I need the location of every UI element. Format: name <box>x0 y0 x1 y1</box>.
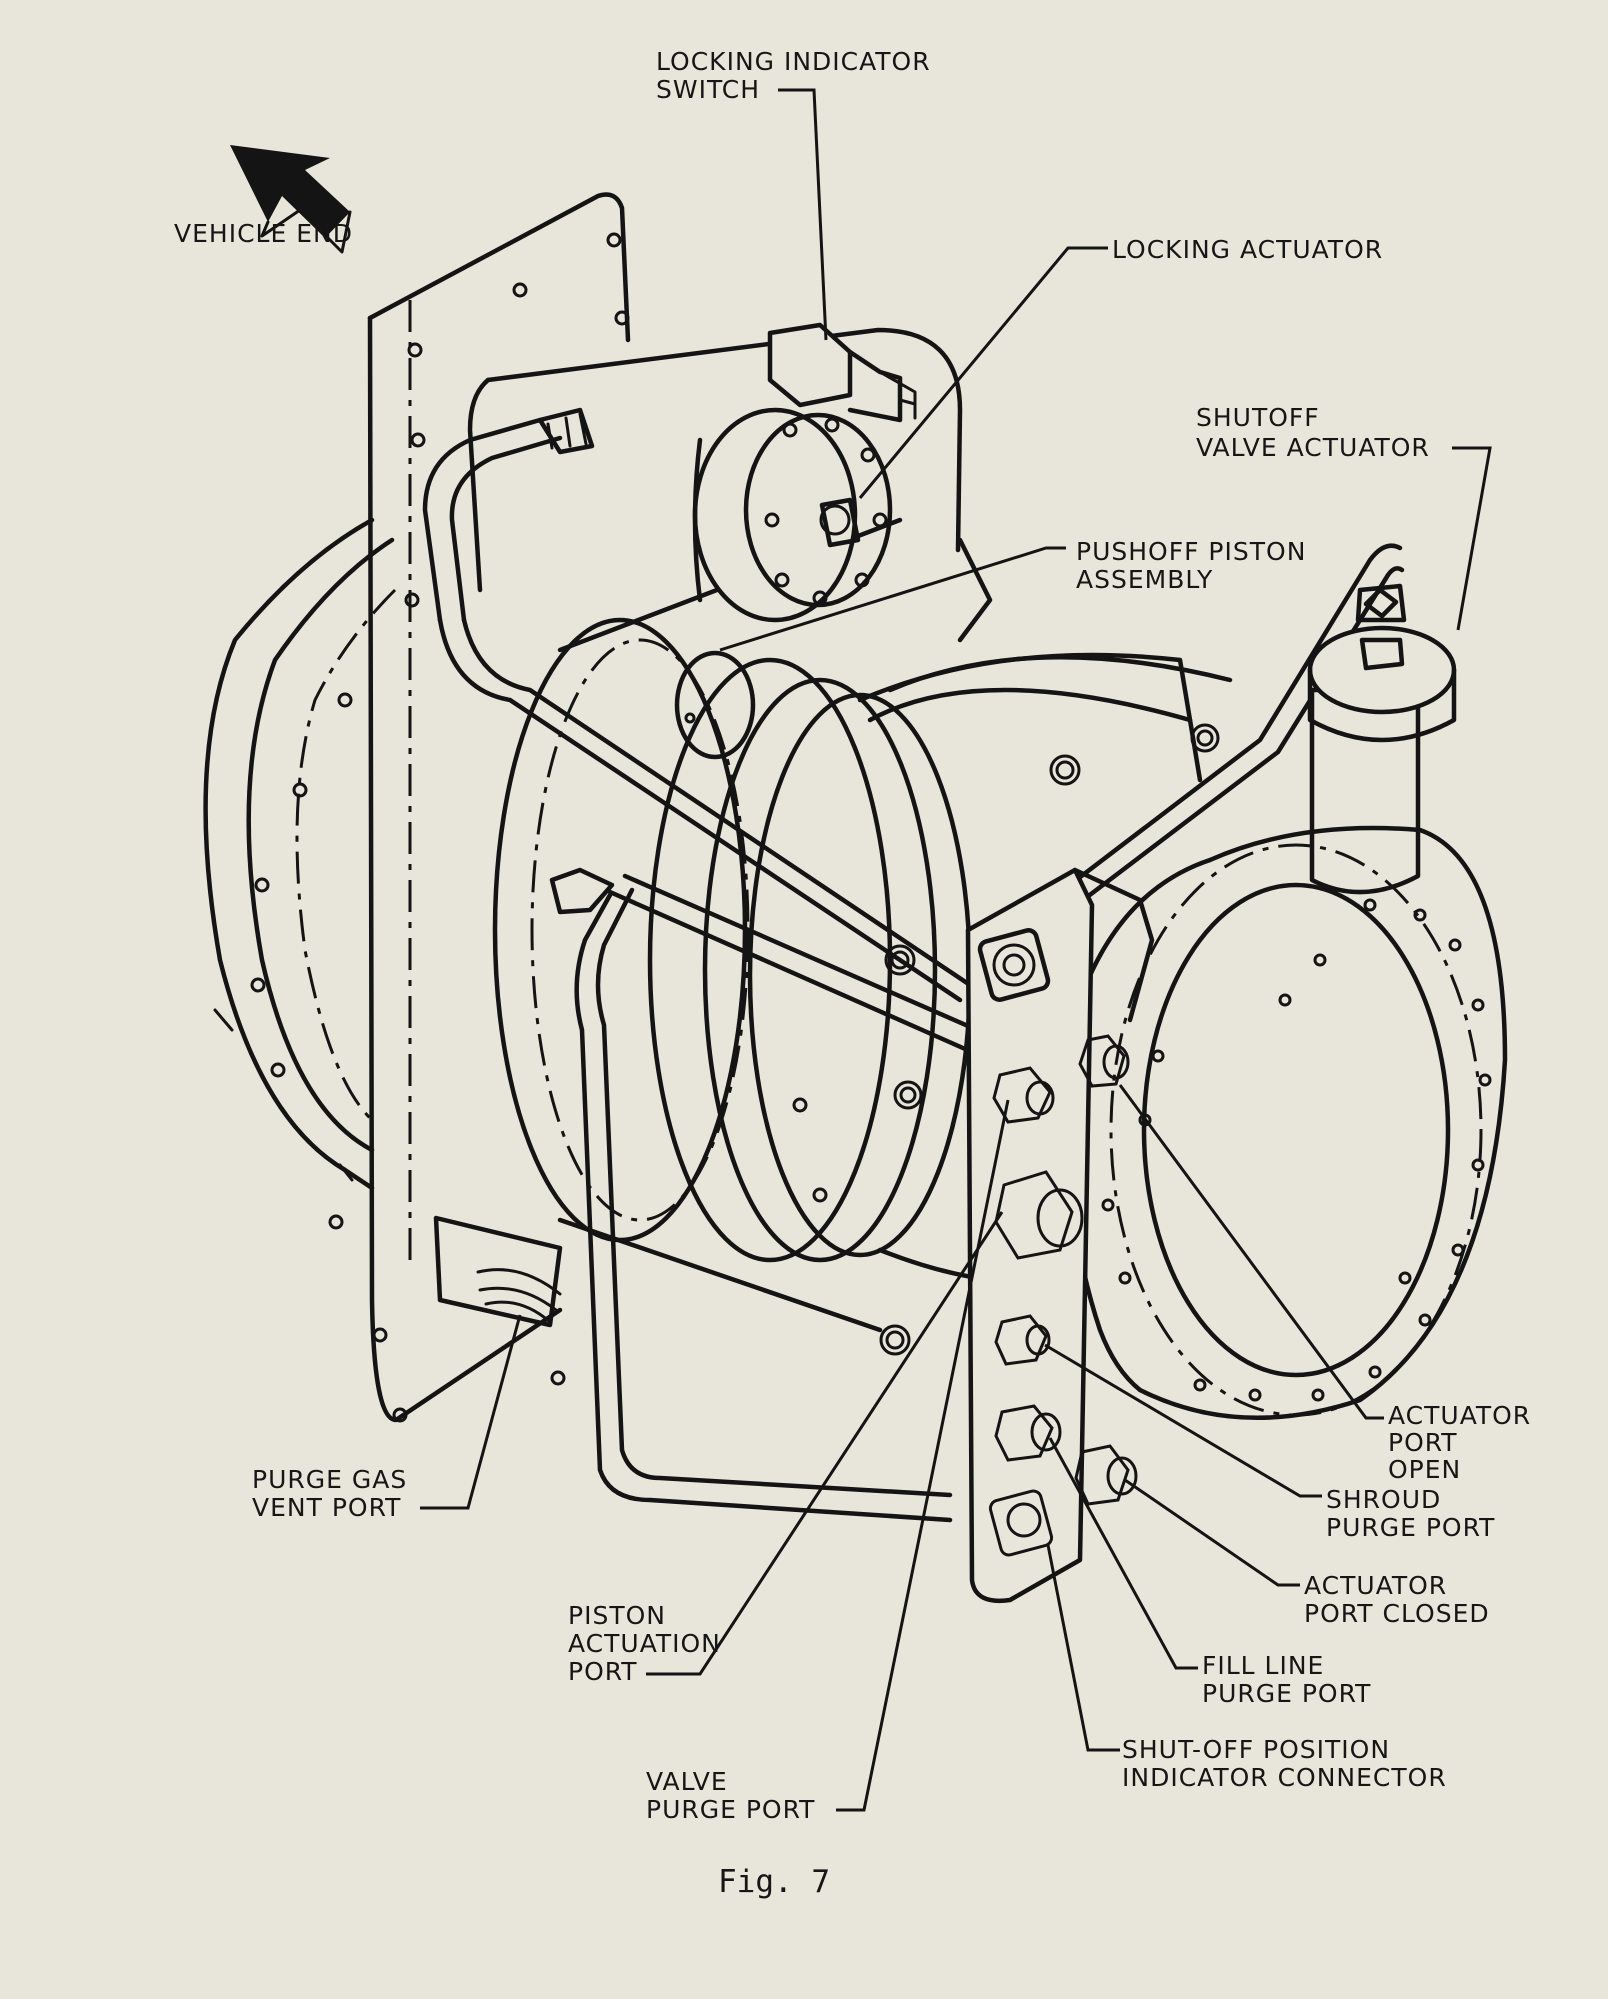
svg-text:PURGE PORT: PURGE PORT <box>646 1795 815 1824</box>
arrow-up-left-icon <box>230 145 352 254</box>
label-actuator-port-closed: ACTUATOR PORT CLOSED <box>1304 1571 1490 1628</box>
svg-text:INDICATOR CONNECTOR: INDICATOR CONNECTOR <box>1122 1763 1447 1792</box>
rear-flange-plate <box>203 192 631 1423</box>
front-flange <box>1066 825 1508 1421</box>
label-valve-purge-port: VALVE PURGE PORT <box>646 1767 815 1824</box>
label-locking-indicator-switch: LOCKING INDICATOR SWITCH <box>656 47 931 104</box>
label-shroud-purge-port: SHROUD PURGE PORT <box>1326 1485 1495 1542</box>
svg-text:SHROUD: SHROUD <box>1326 1485 1441 1514</box>
svg-text:ACTUATION: ACTUATION <box>568 1629 721 1658</box>
svg-text:SHUT-OFF POSITION: SHUT-OFF POSITION <box>1122 1735 1390 1764</box>
svg-text:PURGE GAS: PURGE GAS <box>252 1465 407 1494</box>
purge-gas-vent-port <box>433 1215 563 1328</box>
svg-text:VENT PORT: VENT PORT <box>252 1493 401 1522</box>
svg-text:LOCKING ACTUATOR: LOCKING ACTUATOR <box>1112 235 1383 264</box>
svg-text:PUSHOFF PISTON: PUSHOFF PISTON <box>1076 537 1306 566</box>
shutoff-valve-actuator <box>1307 583 1457 895</box>
svg-text:ACTUATOR: ACTUATOR <box>1388 1401 1531 1430</box>
svg-text:PISTON: PISTON <box>568 1601 666 1630</box>
label-piston-actuation-port: PISTON ACTUATION PORT <box>568 1601 721 1686</box>
vehicle-end-label: VEHICLE END <box>174 219 353 248</box>
svg-text:VALVE: VALVE <box>646 1767 728 1796</box>
label-pushoff-piston-assembly: PUSHOFF PISTON ASSEMBLY <box>1076 537 1306 594</box>
svg-text:OPEN: OPEN <box>1388 1455 1461 1484</box>
locking-actuator-assembly <box>467 322 963 760</box>
label-fill-line-purge-port: FILL LINE PURGE PORT <box>1202 1651 1371 1708</box>
figure-caption: Fig. 7 <box>718 1864 830 1900</box>
label-shutoff-valve-actuator: SHUTOFF VALVE ACTUATOR <box>1196 403 1430 462</box>
label-shut-off-position-indicator-connector: SHUT-OFF POSITION INDICATOR CONNECTOR <box>1122 1735 1447 1792</box>
svg-text:PURGE PORT: PURGE PORT <box>1326 1513 1495 1542</box>
svg-text:ACTUATOR: ACTUATOR <box>1304 1571 1447 1600</box>
port-panel <box>965 867 1155 1604</box>
svg-text:PURGE PORT: PURGE PORT <box>1202 1679 1371 1708</box>
leader-lines <box>420 88 1492 1812</box>
svg-text:ASSEMBLY: ASSEMBLY <box>1076 565 1213 594</box>
svg-text:PORT CLOSED: PORT CLOSED <box>1304 1599 1490 1628</box>
svg-text:LOCKING INDICATOR: LOCKING INDICATOR <box>656 47 931 76</box>
label-actuator-port-open: ACTUATOR PORT OPEN <box>1388 1401 1531 1484</box>
svg-text:SWITCH: SWITCH <box>656 75 760 104</box>
svg-text:PORT: PORT <box>1388 1428 1458 1457</box>
svg-text:PORT: PORT <box>568 1657 638 1686</box>
svg-text:FILL LINE: FILL LINE <box>1202 1651 1324 1680</box>
label-purge-gas-vent-port: PURGE GAS VENT PORT <box>252 1465 407 1522</box>
svg-text:SHUTOFF: SHUTOFF <box>1196 403 1320 432</box>
label-locking-actuator: LOCKING ACTUATOR <box>1112 235 1383 264</box>
svg-text:VALVE ACTUATOR: VALVE ACTUATOR <box>1196 433 1430 462</box>
